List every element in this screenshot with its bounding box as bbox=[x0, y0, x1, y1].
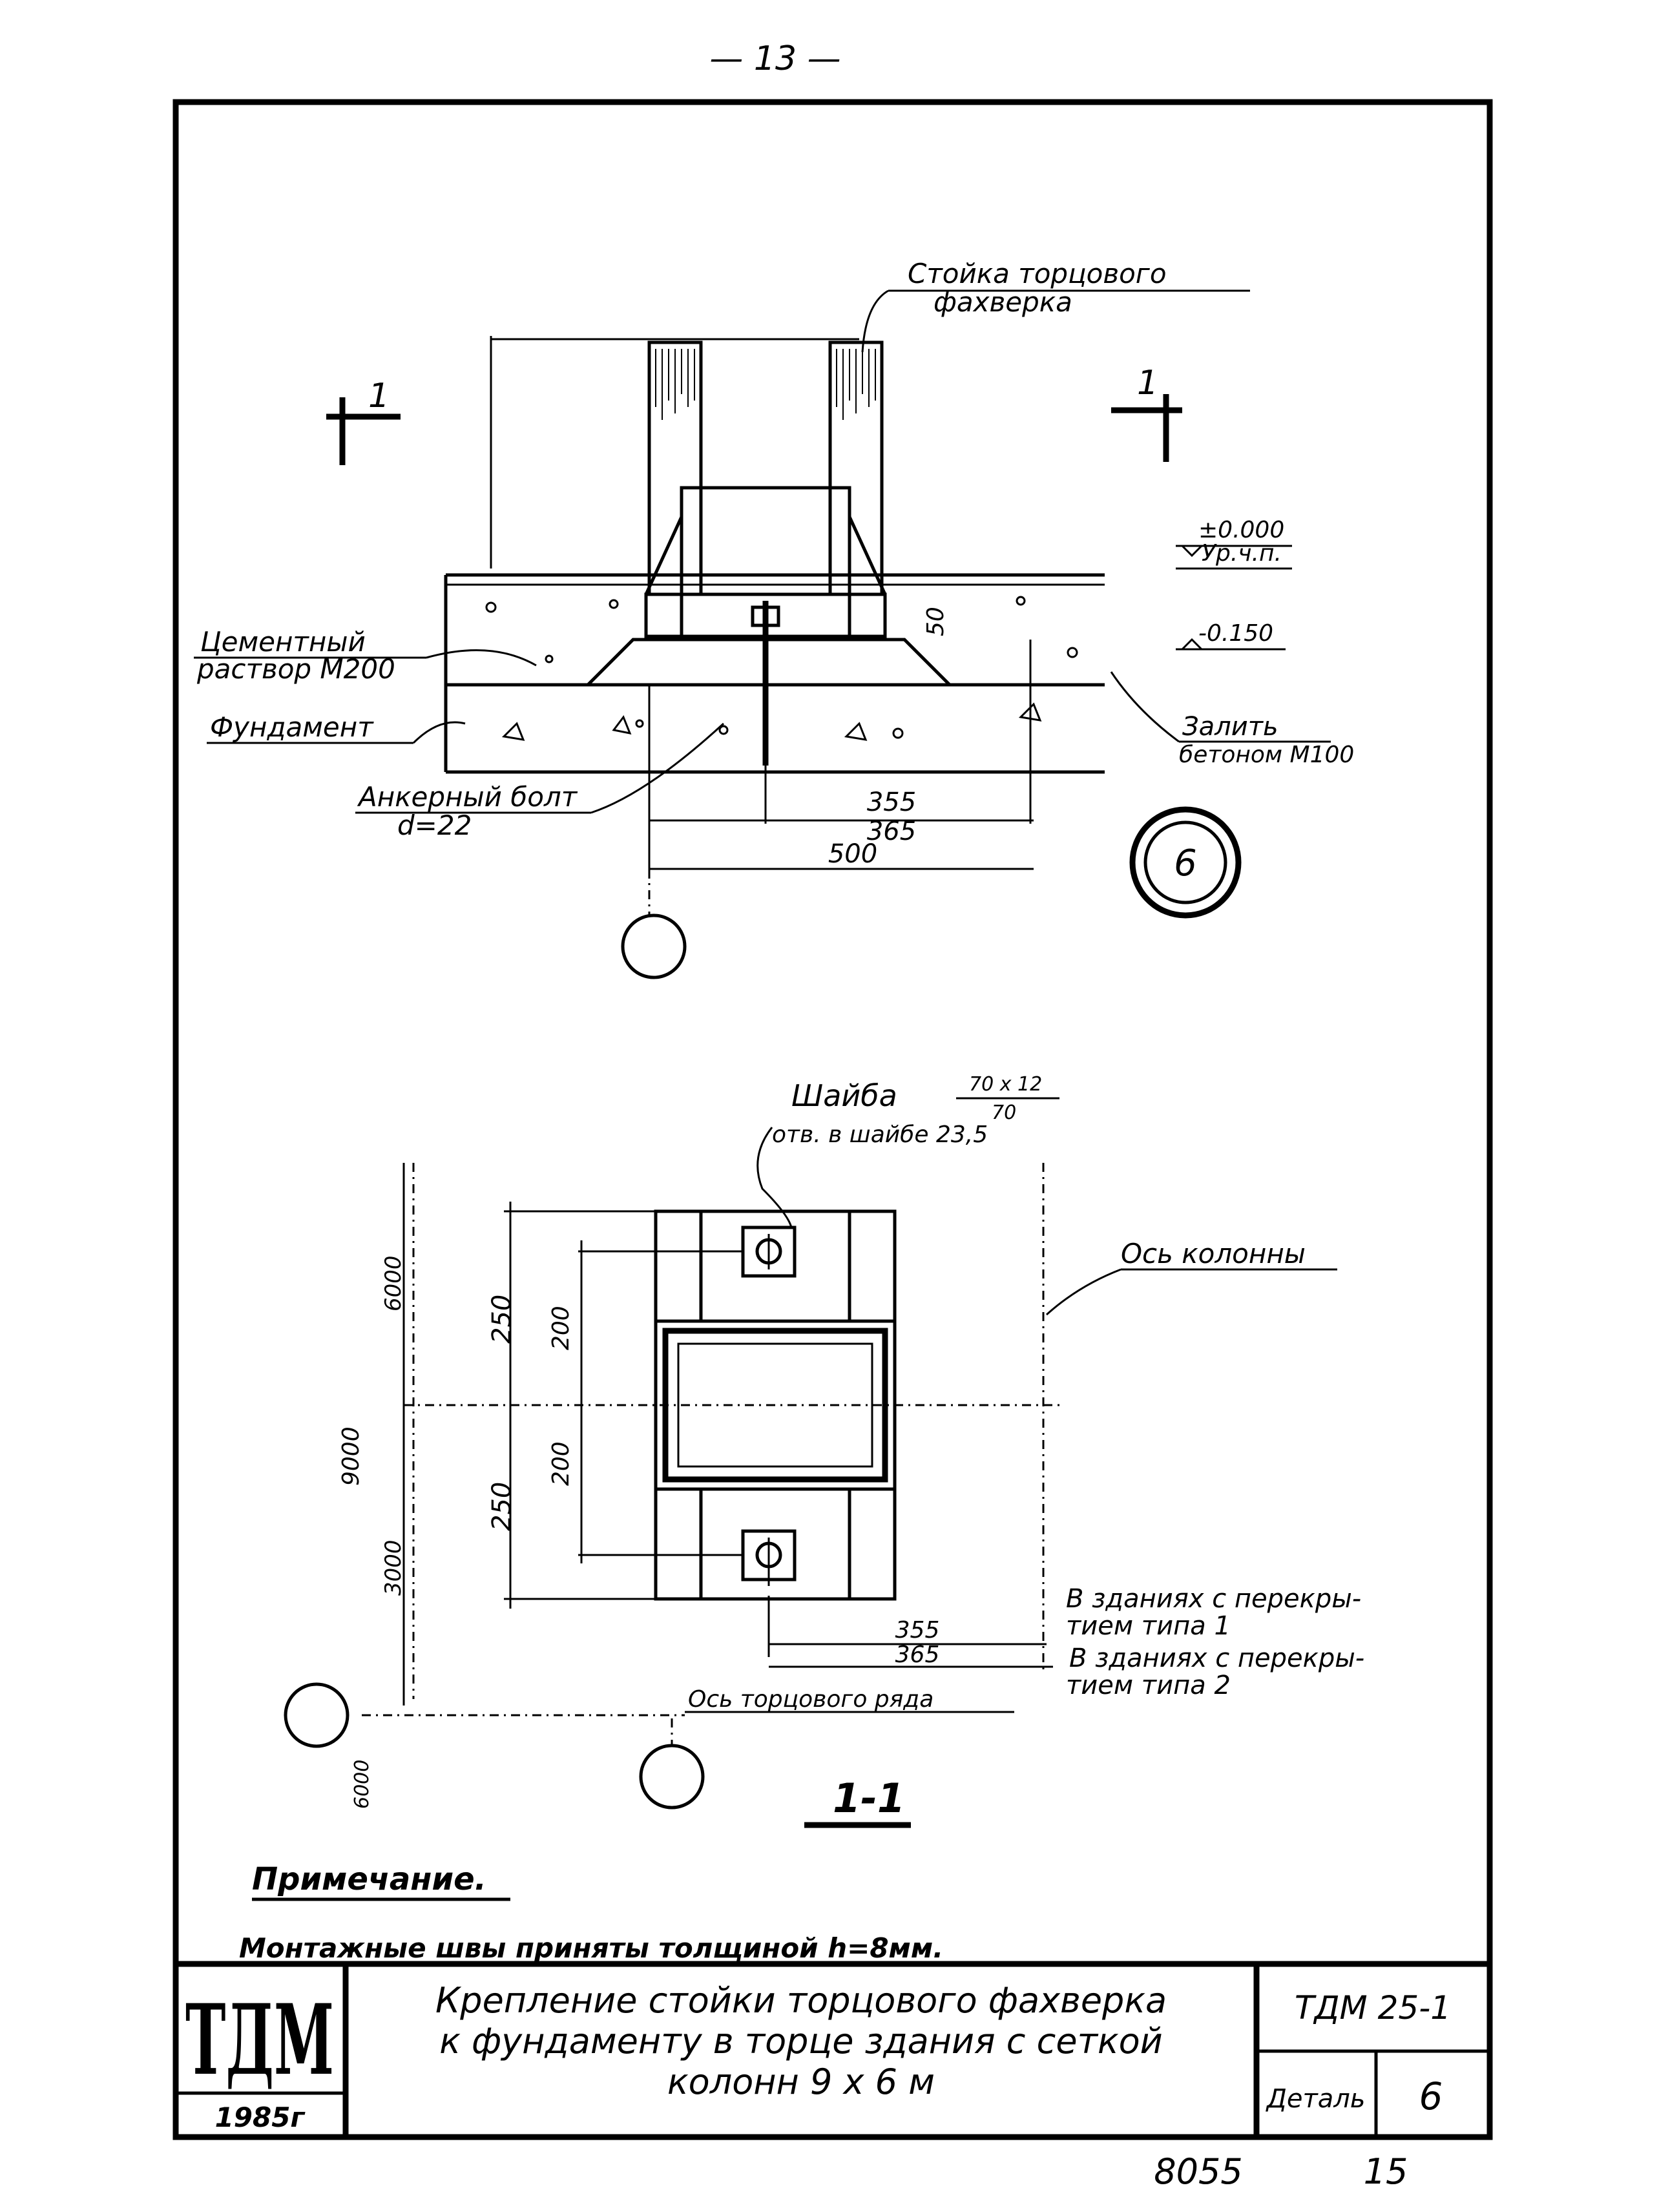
series-code: ТДМ 25-1 bbox=[1295, 1989, 1451, 2027]
column-axis-label: Ось колонны bbox=[1121, 1238, 1306, 1269]
note-type2-line1: В зданиях с перекры- bbox=[1069, 1643, 1364, 1673]
anchor-label-2: d=22 bbox=[397, 809, 472, 841]
concrete-texture bbox=[485, 596, 1078, 741]
plan-dim-355: 355 bbox=[895, 1617, 940, 1643]
section-mark-right: 1 bbox=[1111, 364, 1182, 462]
detail-value: 6 bbox=[1419, 2074, 1443, 2118]
elevation-view: 1 1 Стойка торцового фахверка ±0.000 Ур.… bbox=[194, 258, 1354, 979]
dim-250-top: 250 bbox=[487, 1295, 517, 1344]
washer-size-bottom: 70 bbox=[992, 1101, 1016, 1124]
mortar-label: Цементный bbox=[200, 626, 366, 658]
axis-bubble-elevation bbox=[621, 913, 687, 979]
dim-355: 355 bbox=[867, 788, 916, 817]
svg-text:Ур.ч.п.: Ур.ч.п. bbox=[1202, 540, 1282, 567]
title-block: ТДМ 1985г Крепление стойки торцового фах… bbox=[176, 1961, 1490, 2137]
dim-200-top: 200 bbox=[548, 1306, 574, 1350]
drawing-title-line1: Крепление стойки торцового фахверка bbox=[435, 1980, 1167, 2021]
svg-text:±0.000: ±0.000 bbox=[1198, 517, 1284, 543]
notes-text: Монтажные швы приняты толщиной h=8мм. bbox=[239, 1932, 943, 1964]
dim-500: 500 bbox=[828, 839, 877, 869]
drawing-frame bbox=[172, 99, 1493, 2140]
dim-6000: 6000 bbox=[381, 1255, 406, 1311]
washer-top bbox=[741, 1226, 797, 1278]
column-plan-outline bbox=[654, 1209, 897, 1601]
drawing-title-line3: колонн 9 х 6 м bbox=[667, 2061, 935, 2102]
elevation-dimensions: 355 365 500 bbox=[648, 640, 1034, 879]
plan-dim-365: 365 bbox=[895, 1642, 940, 1668]
note-type1-line1: В зданиях с перекры- bbox=[1066, 1584, 1361, 1614]
section-title: 1-1 bbox=[833, 1775, 905, 1822]
post-label: Стойка торцового bbox=[908, 258, 1167, 289]
footer-sheet: 15 bbox=[1364, 2151, 1408, 2192]
svg-text:-0.150: -0.150 bbox=[1198, 620, 1273, 647]
svg-text:1: 1 bbox=[368, 377, 390, 415]
detail-mark: 6 bbox=[1129, 806, 1242, 919]
channel-section bbox=[662, 1328, 888, 1483]
washer-size-top: 70 х 12 bbox=[969, 1073, 1042, 1096]
fill-label: Залить bbox=[1182, 712, 1278, 742]
footer-code: 8055 bbox=[1154, 2151, 1242, 2192]
note-type1-line2: тием типа 1 bbox=[1066, 1611, 1231, 1641]
dim-50: 50 bbox=[923, 607, 949, 636]
notes-heading: Примечание. bbox=[252, 1861, 486, 1897]
title-block-year: 1985г bbox=[215, 2102, 306, 2133]
svg-text:1: 1 bbox=[1137, 364, 1158, 402]
section-mark-left: 1 bbox=[326, 377, 401, 465]
dim-250-bottom: 250 bbox=[487, 1482, 517, 1531]
level-mark-top: ±0.000 Ур.ч.п. bbox=[1176, 517, 1292, 570]
detail-label: Деталь bbox=[1266, 2084, 1366, 2114]
page-number: — 13 — bbox=[709, 39, 840, 78]
plan-view: Шайба 70 х 12 70 отв. в шайбе 23,5 Ось к… bbox=[284, 1073, 1364, 1828]
dim-6000-b: 6000 bbox=[351, 1760, 373, 1809]
washer-bottom bbox=[741, 1529, 797, 1586]
fill-label-2: бетоном М100 bbox=[1179, 742, 1354, 768]
note-type2-line2: тием типа 2 bbox=[1066, 1671, 1231, 1700]
dim-3000: 3000 bbox=[381, 1539, 406, 1596]
dim-200-bottom: 200 bbox=[548, 1441, 574, 1486]
washer-label: Шайба bbox=[791, 1078, 897, 1113]
level-mark-bottom: -0.150 bbox=[1176, 620, 1286, 651]
dim-365: 365 bbox=[867, 817, 916, 846]
anchor-label: Анкерный болт bbox=[357, 781, 578, 813]
end-row-axis-label: Ось торцового ряда bbox=[688, 1686, 933, 1713]
axis-bubble-plan-bottom bbox=[639, 1744, 705, 1810]
axis-bubble-plan-left bbox=[284, 1682, 349, 1748]
tdm-logo: ТДМ bbox=[185, 1983, 334, 2097]
foundation-label: Фундамент bbox=[210, 711, 374, 743]
washer-hole: отв. в шайбе 23,5 bbox=[772, 1122, 988, 1148]
dim-9000: 9000 bbox=[338, 1426, 364, 1486]
drawing-title-line2: к фундаменту в торце здания с сеткой bbox=[439, 2021, 1163, 2061]
svg-text:6: 6 bbox=[1174, 842, 1197, 884]
